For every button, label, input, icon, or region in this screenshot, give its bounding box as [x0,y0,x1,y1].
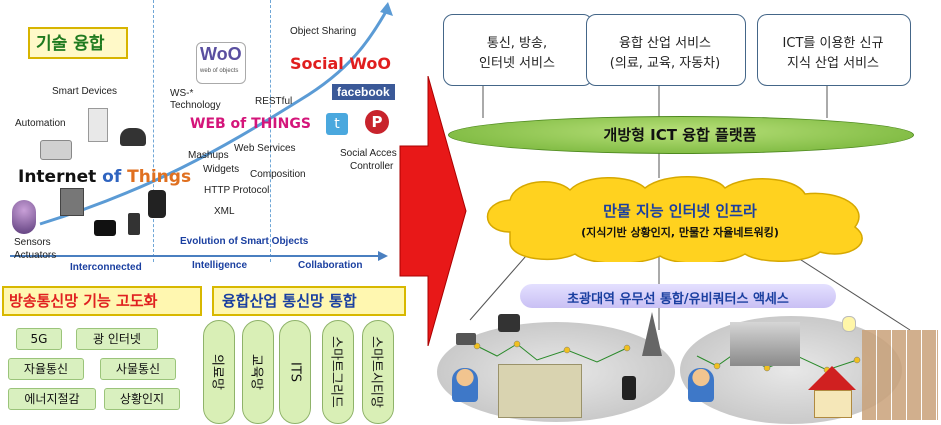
object-sharing-label: Object Sharing [290,26,357,37]
net-education: 교육망 [242,320,274,424]
wot-logo: WEB of THINGS [190,116,311,132]
person-avatar-icon [12,200,36,234]
net-its: ITS [279,320,311,424]
net-smart-city: 스마트시티망 [362,320,394,424]
actuators-label: Actuators [14,250,57,261]
light-bulb-icon [842,316,856,332]
infra-cloud-title: 만물 지능 인터넷 인프라 [603,202,757,220]
pill-iot-comm: 사물통신 [100,358,176,380]
social-woo-logo: Social WoO [290,54,392,73]
woo-logo-text: WoO [200,44,242,64]
http-protocol-label: HTTP Protocol [204,185,270,196]
controller-label: Controller [350,161,394,172]
woo-logo-subtitle: web of objects [200,68,239,74]
industry-title-box [212,286,406,316]
infra-cloud [486,176,863,262]
mashups-label: Mashups [188,150,229,161]
net-medical: 의료망 [203,320,235,424]
pill-5g: 5G [16,328,62,350]
platform-label: 개방형 ICT 융합 플랫폼 [603,126,757,144]
collaboration-label: Collaboration [298,260,363,271]
access-band [520,284,836,308]
restful-label: RESTful [255,96,293,107]
access-label: 초광대역 유무선 통합/유비쿼터스 액세스 [567,292,789,307]
power-tower-icon [642,312,662,356]
platform-ellipse [448,116,914,154]
composition-label: Composition [250,169,306,180]
pill-optical-internet: 광 인터넷 [76,328,158,350]
pinterest-icon: P [365,110,389,134]
service-box-telecom [443,14,593,86]
city-buildings-image [730,322,800,366]
social-access-label: Social Acces [340,148,397,159]
pill-energy-saving: 에너지절감 [8,388,96,410]
pill-context-aware: 상황인지 [104,388,180,410]
tech-convergence-box [28,27,128,59]
infra-cloud-subtitle: (지식기반 상황인지, 만물간 자율네트워킹) [581,226,779,239]
service-industry-text: 융합 산업 서비스 (의료, 교육, 자동차) [609,36,721,71]
ws-technology-label: WS-* Technology [170,88,221,111]
oven-icon [60,188,84,216]
video-camera-icon [498,314,520,332]
intelligence-label: Intelligence [192,260,248,271]
user-right-icon [688,368,714,402]
user-left-icon [452,368,478,402]
security-camera-icon [456,333,476,345]
service-box-knowledge [757,14,911,86]
widgets-label: Widgets [203,164,240,175]
printer-icon [40,140,72,160]
interconnected-label: Interconnected [70,262,142,273]
house-icon [808,366,856,390]
sensors-label: Sensors [14,237,51,248]
service-knowledge-text: ICT를 이용한 신규 지식 산업 서비스 [782,36,884,71]
tech-convergence-label: 기술 융합 [36,34,105,54]
pill-autonomous-comm: 자율통신 [8,358,84,380]
smart-devices-label: Smart Devices [52,86,118,97]
iot-evolution-panel: 기술 융합 Smart Devices Automation Internet … [0,0,404,280]
net-smart-grid: 스마트그리드 [322,320,354,424]
xml-label: XML [214,206,235,217]
house-body [814,390,852,418]
industry-title: 융합산업 통신망 통합 [222,292,357,310]
camera-icon [94,220,116,236]
evolution-label: Evolution of Smart Objects [180,236,309,247]
faces-grid-image [862,330,938,420]
broadcast-title: 방송통신망 기능 고도화 [9,292,158,310]
twitter-icon: t [326,113,348,135]
iron-icon [120,128,146,146]
service-box-industry [586,14,746,86]
web-services-label: Web Services [234,143,296,154]
facebook-logo: facebook [332,84,395,100]
refrigerator-icon [88,108,108,142]
phone-icon [128,213,140,235]
mobile-phone-icon [622,376,636,400]
coffee-machine-icon [148,190,166,218]
iot-title: Internet of Things [18,167,192,187]
evolution-curve [10,2,393,261]
red-arrow [399,76,467,346]
automation-label: Automation [15,118,66,129]
traffic-map-image [498,364,582,418]
broadcast-title-box [2,286,202,316]
woo-logo [196,42,246,84]
service-telecom-text: 통신, 방송, 인터넷 서비스 [479,36,555,71]
